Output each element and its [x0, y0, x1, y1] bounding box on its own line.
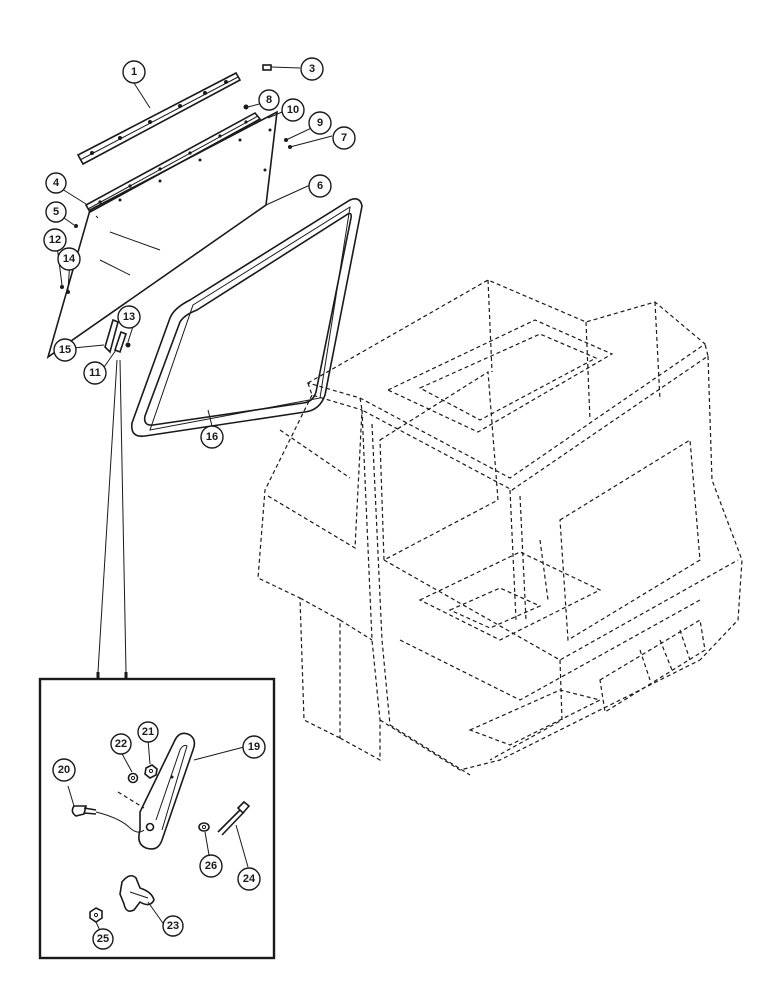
callout-c20: 20 [52, 758, 76, 782]
svg-text:19: 19 [248, 741, 260, 753]
svg-text:7: 7 [341, 132, 347, 144]
callout-c1: 1 [122, 60, 146, 84]
fasteners-left [60, 224, 78, 294]
screw-part-3 [262, 64, 301, 71]
callout-c9: 9 [308, 111, 332, 135]
svg-text:24: 24 [243, 873, 256, 885]
svg-text:6: 6 [317, 180, 323, 192]
latch-assembly [104, 318, 131, 354]
svg-text:25: 25 [97, 933, 109, 945]
svg-text:11: 11 [89, 367, 101, 379]
detail-leader [96, 359, 128, 680]
callout-c5: 5 [45, 201, 67, 223]
callout-c13: 13 [117, 305, 141, 329]
callout-c10: 10 [281, 98, 305, 122]
svg-text:3: 3 [309, 63, 315, 75]
glass-panel [46, 110, 278, 359]
svg-text:23: 23 [167, 920, 179, 932]
svg-text:12: 12 [49, 234, 61, 246]
svg-text:1: 1 [131, 66, 137, 78]
callout-c15: 15 [53, 338, 77, 362]
callout-c22: 22 [110, 733, 132, 755]
svg-text:20: 20 [58, 764, 70, 776]
callout-c21: 21 [137, 721, 159, 743]
svg-text:8: 8 [266, 94, 272, 106]
svg-text:5: 5 [53, 206, 59, 218]
callout-c12: 12 [43, 228, 67, 252]
callout-c16: 16 [200, 425, 224, 449]
callout-c6: 6 [308, 174, 332, 198]
callout-c4: 4 [45, 172, 67, 194]
callout-c8: 8 [258, 89, 280, 111]
callout-c3: 3 [300, 57, 324, 81]
svg-text:21: 21 [142, 726, 154, 738]
svg-text:13: 13 [123, 311, 135, 323]
svg-text:15: 15 [59, 344, 71, 356]
cab-phantom-outline [257, 279, 743, 776]
callout-c19: 19 [242, 735, 266, 759]
svg-text:16: 16 [206, 431, 218, 443]
svg-text:9: 9 [317, 117, 323, 129]
callout-c24: 24 [237, 867, 261, 891]
callout-c23: 23 [162, 915, 184, 937]
callout-c11: 11 [83, 361, 107, 385]
svg-text:10: 10 [287, 104, 299, 116]
svg-text:22: 22 [115, 738, 127, 750]
hinge-strip-part [76, 71, 242, 166]
hinge-part-4 [84, 111, 262, 214]
callout-c7: 7 [332, 126, 356, 150]
callout-c26: 26 [199, 854, 223, 878]
svg-text:14: 14 [63, 253, 76, 265]
svg-text:26: 26 [205, 860, 217, 872]
svg-text:4: 4 [53, 177, 60, 189]
window-seal-frame [130, 198, 363, 438]
callout-c25: 25 [92, 928, 114, 950]
detail-box [38, 677, 276, 960]
callout-c14: 14 [57, 247, 81, 271]
